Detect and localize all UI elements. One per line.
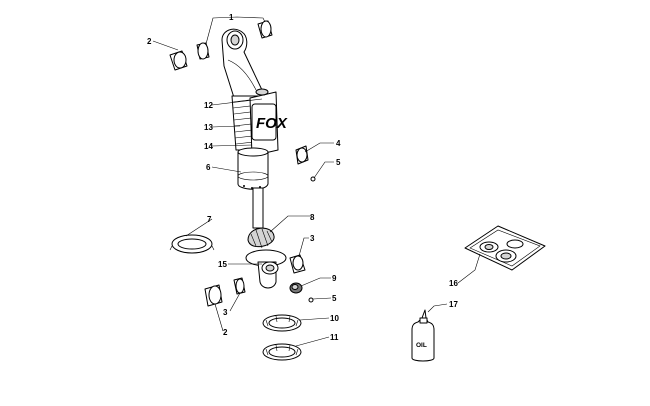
oil-bottle: OIL: [411, 309, 435, 362]
bushing-lower-left: [233, 277, 246, 295]
spring-nut-lower: [262, 343, 302, 361]
bushing-upper-left: [196, 42, 210, 60]
screw-lower: [308, 297, 314, 303]
spacer-upper: [169, 50, 188, 71]
callout-14: 14: [204, 142, 213, 151]
callout-3-left: 3: [223, 308, 228, 317]
callout-6: 6: [206, 163, 211, 172]
spring-nut-upper: [262, 314, 302, 332]
callout-11: 11: [330, 333, 339, 342]
callout-4: 4: [336, 139, 341, 148]
spacer-lower-left: [204, 284, 223, 307]
shock-reservoir: FOX: [249, 88, 288, 157]
callout-1: 1: [229, 13, 234, 22]
callout-13: 13: [204, 123, 213, 132]
leader-lines: [152, 16, 481, 347]
callout-9: 9: [332, 274, 337, 283]
adjuster-knob: [289, 282, 303, 294]
callout-12: 12: [204, 101, 213, 110]
shock-lower-eye: [245, 249, 287, 289]
fox-brand-label: FOX: [256, 115, 288, 132]
callout-numbers: 1 2 12 13 14 4 5 6 7 8 3 15 9 5 3 2 10 1…: [147, 13, 458, 342]
shock-lower-body: [237, 147, 269, 190]
callout-5-top: 5: [336, 158, 341, 167]
shock-shaft: [252, 187, 264, 229]
callout-17: 17: [449, 300, 458, 309]
bump-stop: [247, 227, 275, 249]
callout-16: 16: [449, 279, 458, 288]
shock-upper-eye: [221, 28, 263, 105]
callout-3-right: 3: [310, 234, 315, 243]
spacer-lower-right: [289, 254, 306, 274]
callout-7: 7: [207, 215, 212, 224]
bushing-upper-right: [257, 20, 273, 39]
oil-bottle-label: OIL: [416, 342, 427, 349]
callout-10: 10: [330, 314, 339, 323]
callout-15: 15: [218, 260, 227, 269]
callout-5-bottom: 5: [332, 294, 337, 303]
reservoir-cap: [295, 145, 309, 165]
callout-2-top: 2: [147, 37, 152, 46]
retaining-clip: [169, 234, 215, 254]
decal-kit: [464, 225, 546, 271]
callout-8: 8: [310, 213, 315, 222]
callout-2-bottom: 2: [223, 328, 228, 337]
